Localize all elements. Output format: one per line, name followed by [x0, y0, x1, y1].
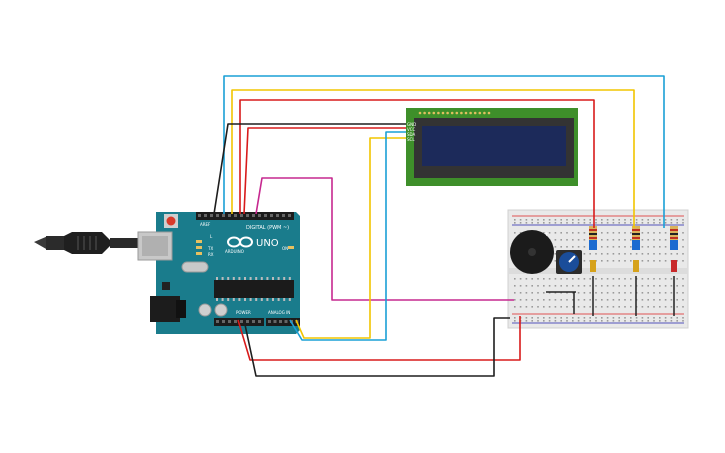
led-yellow	[632, 240, 640, 272]
lcd-pin-label: SCL	[407, 137, 415, 142]
l-label: L	[210, 234, 213, 239]
led-red	[670, 240, 678, 272]
power-jack	[150, 296, 180, 322]
wires	[213, 75, 665, 377]
potentiometer-icon[interactable]	[556, 250, 582, 274]
lcd-pin-label: SDA	[407, 132, 416, 137]
rx-label: RX	[208, 252, 214, 257]
wire-black	[213, 123, 406, 215]
lcd-screen	[422, 126, 566, 166]
resistor	[670, 226, 678, 242]
usb-cable-icon	[34, 232, 140, 254]
power-label: POWER	[236, 310, 251, 315]
wire-black	[243, 317, 510, 377]
arduino-board: DIGITAL (PWM ~) AREF UNO ARDUINO TX RX L…	[137, 212, 300, 334]
resistor	[632, 226, 640, 242]
tx-label: TX	[207, 246, 213, 251]
digital-header	[196, 212, 294, 220]
on-label: ON	[282, 246, 288, 251]
arduino-logo-icon	[227, 236, 253, 248]
wire-red	[237, 316, 521, 361]
wire-yellow	[295, 137, 406, 339]
wire-yellow	[231, 89, 635, 228]
led-yellow	[589, 240, 597, 272]
crystal	[181, 261, 209, 273]
digital-header-label: DIGITAL (PWM ~)	[246, 225, 289, 231]
reset-button-icon[interactable]	[164, 214, 178, 228]
buzzer-icon: +	[510, 230, 554, 274]
wire-red	[239, 99, 595, 228]
wire-magenta	[255, 177, 514, 301]
resistor	[589, 226, 597, 242]
wire-red	[243, 127, 406, 215]
arduino-brand: ARDUINO	[225, 249, 244, 254]
wire-blue	[289, 131, 406, 341]
lcd-pin-label: VCC	[407, 127, 416, 132]
board-pcb	[156, 212, 300, 334]
analog-header	[266, 318, 300, 326]
microcontroller-chip	[214, 280, 294, 298]
aref-label: AREF	[200, 222, 211, 227]
chip-pins	[216, 277, 291, 301]
analog-label: ANALOG IN	[268, 310, 290, 315]
lcd-pin-label: GND	[407, 122, 416, 127]
svg-text:+: +	[544, 231, 549, 238]
capacitor	[214, 303, 228, 317]
capacitor	[198, 303, 212, 317]
uno-logo: UNO	[256, 238, 279, 249]
